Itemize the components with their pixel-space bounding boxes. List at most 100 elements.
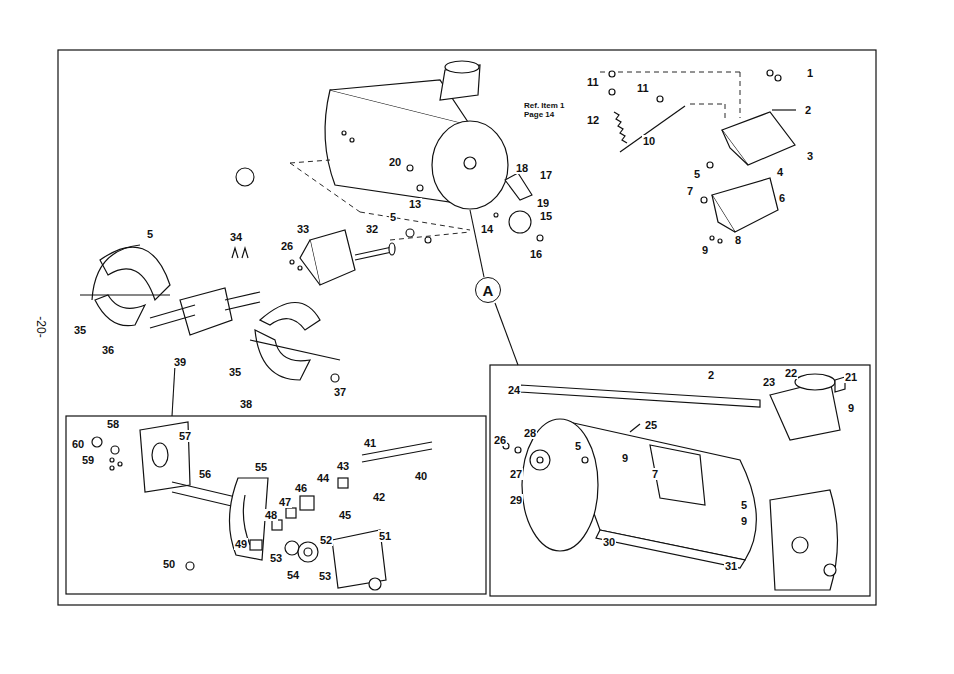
- callout-letter: A: [483, 282, 494, 299]
- drawn-line: [494, 213, 498, 217]
- drawn-line: [300, 240, 320, 285]
- drawn-line: [92, 437, 102, 447]
- callout-number: 26: [493, 434, 507, 446]
- drawn-line: [582, 457, 588, 463]
- callout-number: 25: [644, 419, 658, 431]
- drawn-line: [285, 541, 299, 555]
- drawn-line: [718, 239, 722, 243]
- drawn-line: [792, 537, 808, 553]
- callout-number: 22: [784, 367, 798, 379]
- callout-number: 59: [81, 454, 95, 466]
- callout-number: 16: [529, 248, 543, 260]
- callout-number: 9: [701, 244, 709, 256]
- callout-number: 52: [319, 534, 333, 546]
- callout-number: 60: [71, 438, 85, 450]
- drawn-line: [290, 160, 330, 163]
- drawn-line: [630, 424, 640, 432]
- callout-number: 17: [539, 169, 553, 181]
- drawn-line: [537, 235, 543, 241]
- callout-number: 48: [264, 509, 278, 521]
- callout-number: 39: [173, 356, 187, 368]
- drawn-line: [740, 72, 741, 118]
- drawn-line: [236, 168, 254, 186]
- callout-number: 30: [602, 536, 616, 548]
- drawn-line: [596, 530, 745, 568]
- gearbox-parts: [92, 422, 432, 590]
- callout-number: 53: [318, 570, 332, 582]
- drawn-line: [710, 236, 714, 240]
- drawn-line: [304, 548, 312, 556]
- drawn-line: [712, 178, 778, 232]
- callout-number: 5: [389, 211, 397, 223]
- drawn-line: [407, 165, 413, 171]
- callout-number: 14: [480, 223, 494, 235]
- drawn-line: [770, 490, 838, 590]
- callout-number: 58: [106, 418, 120, 430]
- callout-circle: A: [475, 277, 501, 303]
- callout-number: 40: [414, 470, 428, 482]
- drawn-line: [515, 447, 521, 453]
- callout-number: 4: [776, 166, 784, 178]
- callout-number: 46: [294, 482, 308, 494]
- callout-number: 2: [804, 104, 812, 116]
- drawn-line: [775, 75, 781, 81]
- drawn-line: [110, 466, 114, 470]
- callout-number: 33: [296, 223, 310, 235]
- callout-number: 45: [338, 509, 352, 521]
- callout-number: 5: [574, 440, 582, 452]
- drawn-line: [80, 294, 170, 295]
- drawn-line: [180, 288, 232, 335]
- drawn-line: [298, 266, 302, 270]
- drawn-line: [342, 131, 346, 135]
- drawn-line: [369, 578, 381, 590]
- callout-number: 11: [636, 82, 650, 94]
- callout-number: 51: [378, 530, 392, 542]
- callout-number: 32: [365, 223, 379, 235]
- drawn-line: [172, 365, 175, 416]
- callout-number: 47: [278, 496, 292, 508]
- drawn-line: [272, 520, 282, 530]
- drawn-line: [406, 229, 414, 237]
- callout-number: 2: [707, 369, 715, 381]
- drawn-line: [172, 492, 240, 508]
- drawn-line: [298, 542, 318, 562]
- drawn-line: [600, 72, 740, 73]
- callout-number: 5: [146, 228, 154, 240]
- callout-number: 10: [642, 135, 656, 147]
- callout-number: 21: [844, 371, 858, 383]
- callout-number: 19: [536, 197, 550, 209]
- callout-number: 37: [333, 386, 347, 398]
- callout-number: 23: [762, 376, 776, 388]
- callout-number: 42: [372, 491, 386, 503]
- callout-number: 20: [388, 156, 402, 168]
- callout-number: 15: [539, 210, 553, 222]
- callout-number: 5: [740, 499, 748, 511]
- drawn-line: [722, 112, 795, 165]
- drawn-line: [490, 365, 870, 596]
- drawn-line: [795, 374, 835, 390]
- callout-number: 35: [228, 366, 242, 378]
- drawn-line: [172, 482, 240, 498]
- drawn-line: [290, 163, 360, 212]
- drawn-line: [425, 237, 431, 243]
- drawn-line: [66, 416, 486, 594]
- drawn-line: [620, 106, 685, 152]
- callout-number: 3: [806, 150, 814, 162]
- drawn-line: [712, 195, 735, 232]
- drawn-line: [432, 121, 508, 209]
- drawn-line: [701, 197, 707, 203]
- drawn-line: [250, 540, 262, 550]
- drawn-line: [229, 478, 268, 560]
- drawn-line: [509, 211, 531, 233]
- callout-number: 56: [198, 468, 212, 480]
- callout-number: 50: [162, 558, 176, 570]
- reference-note: Ref. Item 1 Page 14: [524, 101, 570, 119]
- drawn-line: [225, 302, 260, 310]
- drawn-line: [95, 295, 145, 326]
- drawn-line: [362, 449, 432, 462]
- callout-number: 24: [507, 384, 521, 396]
- drawn-line: [537, 457, 543, 463]
- drawn-line: [707, 162, 713, 168]
- chute-parts: [609, 70, 796, 243]
- drawn-line: [110, 458, 114, 462]
